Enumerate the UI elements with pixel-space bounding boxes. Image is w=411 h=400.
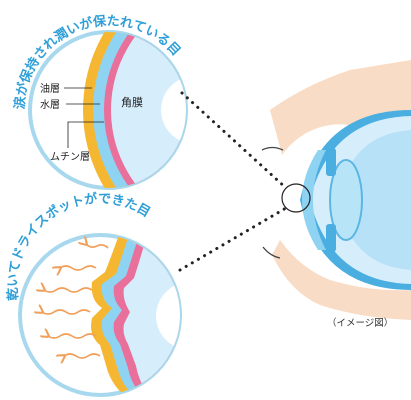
cornea-bulge <box>302 150 326 250</box>
evaporation-arrows <box>42 244 109 358</box>
mucin-layer-label: ムチン層 <box>50 151 90 163</box>
eye-cross-section <box>261 60 411 320</box>
dry-eye-circle <box>18 233 182 397</box>
focus-circle <box>281 183 311 213</box>
iris-upper <box>326 148 336 176</box>
cornea-label: 角膜 <box>121 96 143 109</box>
lens <box>329 159 363 241</box>
inner-cutout <box>161 76 186 144</box>
connector-lines <box>178 91 288 272</box>
lower-eyelid <box>272 240 411 320</box>
iris-lower <box>326 224 336 252</box>
oil-layer-label: 油層 <box>40 82 60 95</box>
water-layer-label: 水層 <box>40 99 60 111</box>
image-caption: （イメージ図） <box>327 317 393 329</box>
